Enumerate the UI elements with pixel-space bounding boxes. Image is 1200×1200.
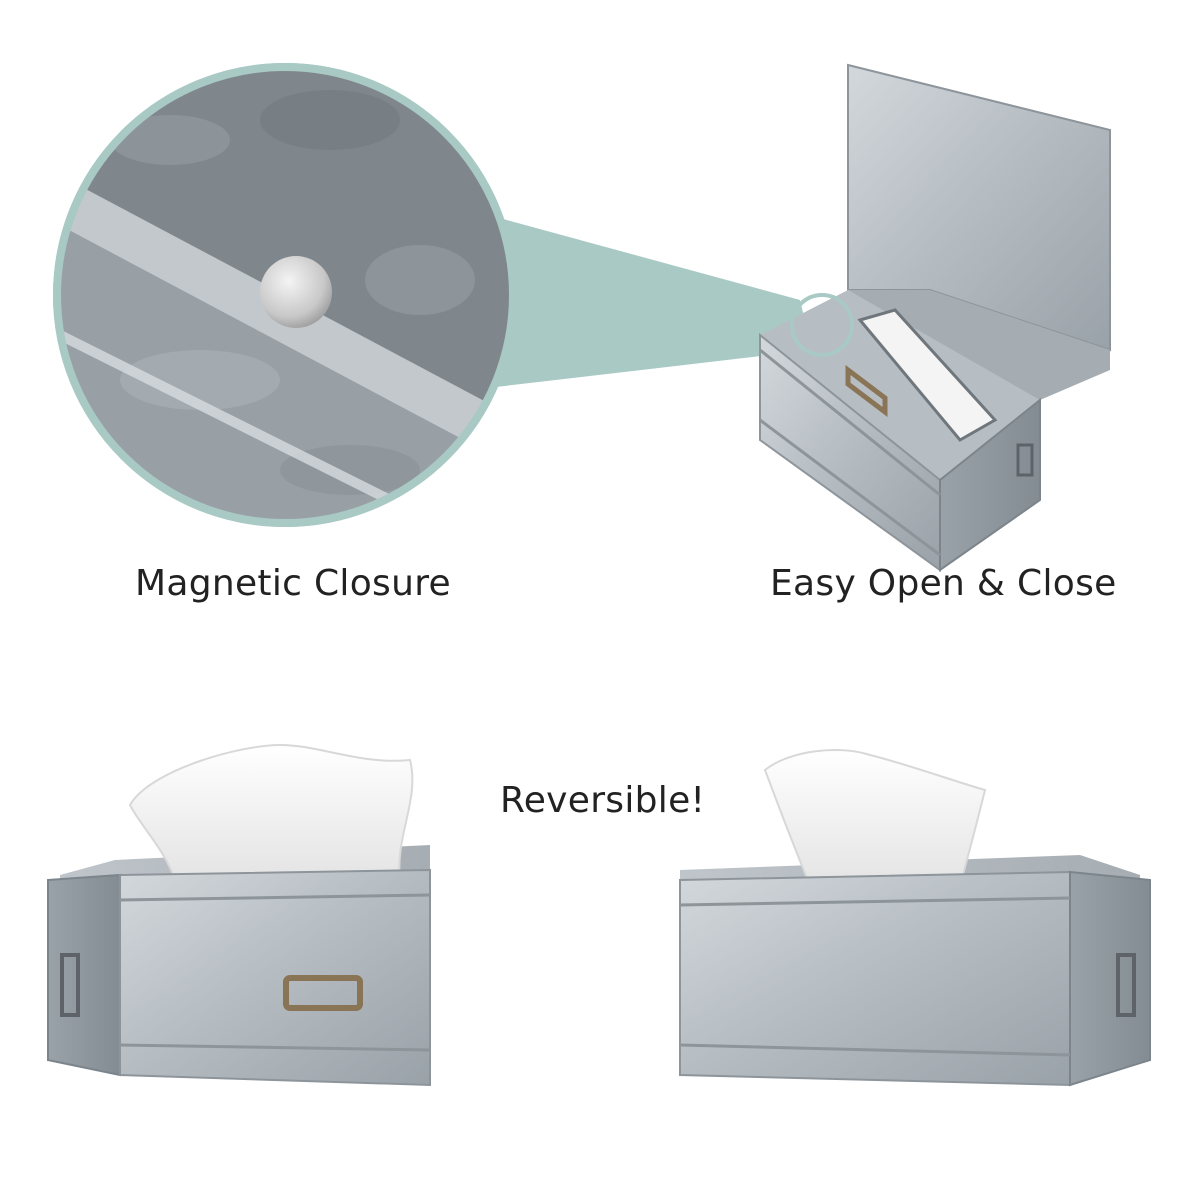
tissue-icon xyxy=(763,749,987,887)
caption-magnetic-closure: Magnetic Closure xyxy=(135,563,451,604)
caption-reversible: Reversible! xyxy=(500,780,706,821)
brass-label-plate-icon xyxy=(283,975,363,1011)
magnetic-closure-zoom-icon xyxy=(53,63,517,527)
side-handle-icon xyxy=(1116,953,1136,1017)
side-handle-icon xyxy=(60,953,80,1017)
tissue-icon xyxy=(128,743,414,881)
magnet-icon xyxy=(260,256,332,328)
closed-box-front-illustration xyxy=(47,743,431,1087)
open-box-illustration xyxy=(759,63,1111,572)
caption-easy-open-close: Easy Open & Close xyxy=(770,563,1117,604)
side-handle-icon xyxy=(1016,443,1034,477)
closed-box-back-illustration xyxy=(679,749,1151,1087)
brass-label-plate-icon xyxy=(845,364,888,418)
zoom-callout-wedge xyxy=(470,210,812,390)
